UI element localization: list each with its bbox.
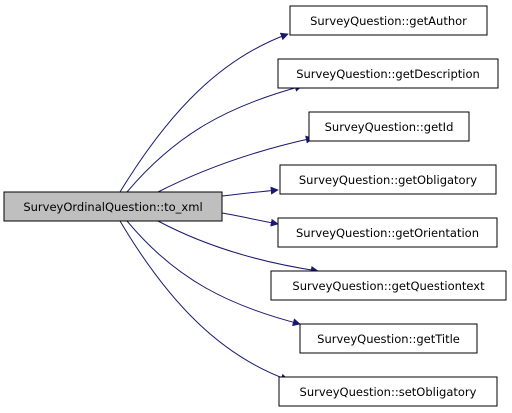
target-node-getorientation[interactable]: SurveyQuestion::getOrientation	[277, 217, 498, 248]
edge-getauthor	[119, 32, 289, 193]
target-node-getid[interactable]: SurveyQuestion::getId	[308, 111, 470, 142]
edge-getid	[157, 135, 314, 193]
call-edges	[119, 32, 319, 382]
target-node-label: SurveyQuestion::getTitle	[317, 332, 460, 346]
target-node-label: SurveyQuestion::getOrientation	[296, 226, 479, 240]
target-node-gettitle[interactable]: SurveyQuestion::getTitle	[299, 323, 478, 354]
edge-getquestiontext	[157, 220, 319, 274]
target-node-label: SurveyQuestion::getQuestiontext	[292, 279, 485, 293]
target-node-getdescription[interactable]: SurveyQuestion::getDescription	[277, 58, 499, 89]
target-node-label: SurveyQuestion::setObligatory	[300, 385, 477, 399]
edge-gettitle	[126, 220, 301, 327]
target-node-label: SurveyQuestion::getObligatory	[299, 173, 477, 187]
target-node-getquestiontext[interactable]: SurveyQuestion::getQuestiontext	[270, 270, 507, 301]
edge-getobligatory	[221, 186, 279, 197]
target-node-getauthor[interactable]: SurveyQuestion::getAuthor	[289, 5, 488, 36]
target-node-label: SurveyQuestion::getAuthor	[310, 14, 467, 28]
target-node-getobligatory[interactable]: SurveyQuestion::getObligatory	[279, 164, 497, 195]
source-node-label: SurveyOrdinalQuestion::to_xml	[23, 200, 202, 214]
edge-getdescription	[126, 84, 303, 193]
edge-getorientation	[221, 212, 279, 227]
source-node[interactable]: SurveyOrdinalQuestion::to_xml	[3, 191, 223, 222]
target-node-label: SurveyQuestion::getDescription	[296, 67, 480, 81]
target-node-setobligatory[interactable]: SurveyQuestion::setObligatory	[278, 376, 498, 407]
edge-setobligatory	[119, 220, 289, 382]
target-node-label: SurveyQuestion::getId	[325, 120, 454, 134]
